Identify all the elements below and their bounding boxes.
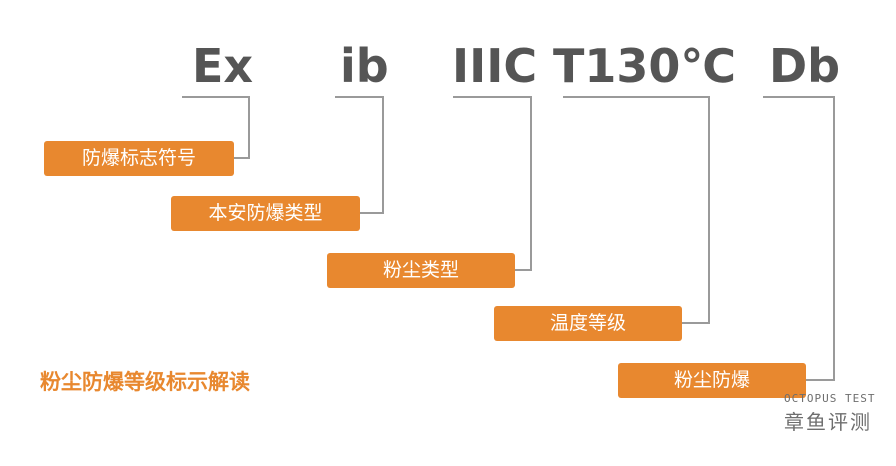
connector-ex [182, 96, 250, 159]
connector-epl [763, 96, 835, 381]
caption: 粉尘防爆等级标示解读 [40, 370, 250, 394]
connector-group [453, 96, 532, 271]
connector-ib [335, 96, 384, 214]
watermark-cn: 章鱼评测 [784, 410, 872, 434]
label-group: 粉尘类型 [327, 253, 515, 288]
code-ex: Ex [192, 39, 254, 93]
code-epl: Db [769, 39, 841, 93]
label-temp: 温度等级 [494, 306, 682, 341]
label-ex: 防爆标志符号 [44, 141, 234, 176]
label-epl: 粉尘防爆 [618, 363, 806, 398]
watermark-en: OCTOPUS TEST [784, 392, 876, 405]
code-temp: T130℃ [553, 39, 737, 93]
label-ib: 本安防爆类型 [171, 196, 360, 231]
connector-temp [563, 96, 710, 324]
code-ib: ib [340, 39, 389, 93]
code-group: IIIC [452, 39, 538, 93]
